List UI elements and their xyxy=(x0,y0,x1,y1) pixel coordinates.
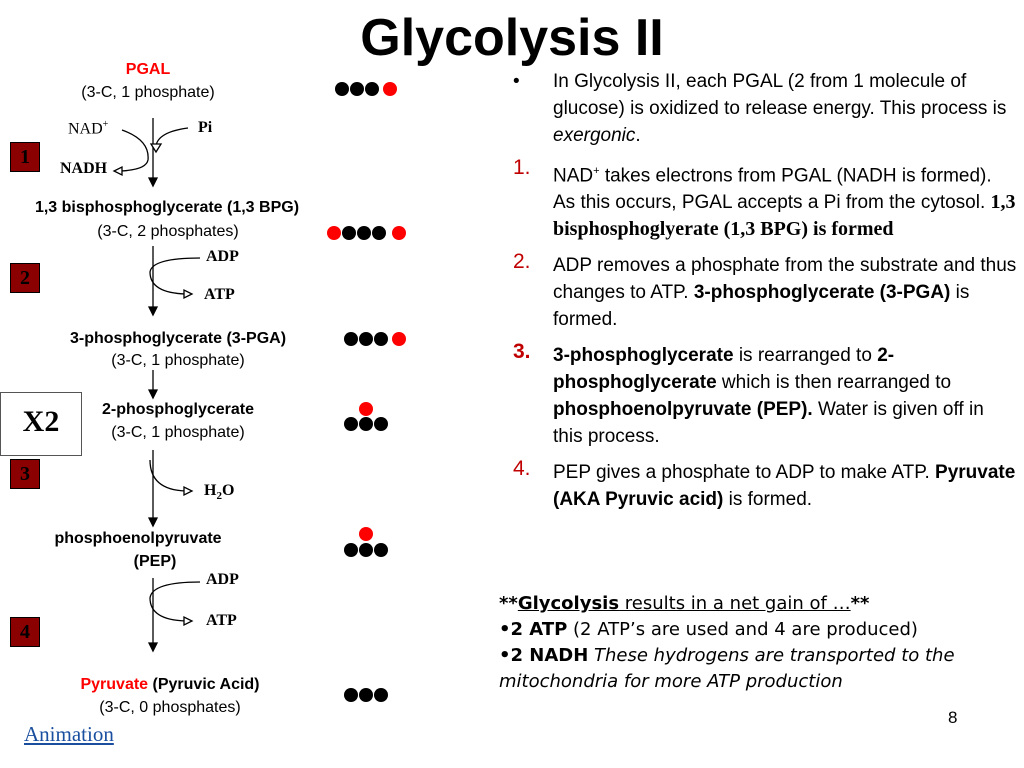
step-badge-2: 2 xyxy=(10,263,40,293)
curve-pi xyxy=(155,127,189,147)
pgal-model-icon xyxy=(335,82,397,96)
pga2-model-icon xyxy=(344,402,388,431)
pga3-label: 3-phosphoglycerate (3-PGA) xyxy=(69,330,287,347)
pgal-sub: (3-C, 1 phosphate) xyxy=(81,84,215,101)
pi-label: Pi xyxy=(198,119,213,136)
list-item-4: 4. PEP gives a phosphate to ADP to make … xyxy=(513,457,1016,511)
nad-label: NAD+ xyxy=(68,119,109,138)
bpg-sub: (3-C, 2 phosphates) xyxy=(97,223,239,240)
pep-abbrev: (PEP) xyxy=(133,553,177,570)
curve-adp-atp-4 xyxy=(149,581,201,622)
list-item-1: 1. NAD+ takes electrons from PGAL (NADH … xyxy=(513,156,1016,241)
step-badge-3: 3 xyxy=(10,459,40,489)
curve-adp-atp-2 xyxy=(149,257,201,295)
explanation-list: • In Glycolysis II, each PGAL (2 from 1 … xyxy=(497,68,1017,522)
summary-nadh: •2 NADH These hydrogens are transported … xyxy=(499,645,955,692)
pga2-sub: (3-C, 1 phosphate) xyxy=(111,424,245,441)
pgal-label: PGAL xyxy=(125,61,171,78)
water-label: H2O xyxy=(204,482,235,503)
step2-adp-label: ADP xyxy=(206,248,239,265)
bpg-model-icon xyxy=(327,226,406,240)
pga2-label: 2-phosphoglycerate xyxy=(101,401,255,418)
step4-adp-label: ADP xyxy=(206,571,239,588)
page-number: 8 xyxy=(948,708,958,727)
pga3-sub: (3-C, 1 phosphate) xyxy=(111,352,245,369)
summary-atp: •2 ATP (2 ATP’s are used and 4 are produ… xyxy=(499,619,918,640)
step4-atp-label: ATP xyxy=(206,612,237,629)
animation-link[interactable]: Animation xyxy=(24,722,114,746)
pyruvate-label: Pyruvate (Pyruvic Acid) xyxy=(80,676,260,693)
page-title: Glycolysis II xyxy=(360,9,664,67)
pyruvate-model-icon xyxy=(344,688,388,702)
net-gain-summary: **Glycolysis results in a net gain of …*… xyxy=(499,591,1019,695)
curve-water xyxy=(149,459,187,492)
list-item-3: 3. 3-phosphoglycerate is rearranged to 2… xyxy=(513,340,984,448)
summary-heading: **Glycolysis results in a net gain of …*… xyxy=(499,593,870,614)
step2-atp-label: ATP xyxy=(204,286,235,303)
list-item-2: 2. ADP removes a phosphate from the subs… xyxy=(513,250,1017,331)
x2-multiplier-box: X2 xyxy=(0,392,82,456)
intro-paragraph: • In Glycolysis II, each PGAL (2 from 1 … xyxy=(513,71,1007,146)
pga3-model-icon xyxy=(344,332,406,346)
pathway-arrows xyxy=(112,82,406,702)
bpg-label: 1,3 bisphosphoglycerate (1,3 BPG) xyxy=(34,199,300,216)
step-badge-4: 4 xyxy=(10,617,40,647)
nadh-label: NADH xyxy=(60,160,108,177)
pep-model-icon xyxy=(344,527,388,557)
curve-nad-nadh xyxy=(119,129,149,172)
pyruvate-sub: (3-C, 0 phosphates) xyxy=(99,699,241,716)
step-badge-1: 1 xyxy=(10,142,40,172)
pep-label: phosphoenolpyruvate xyxy=(54,530,222,547)
